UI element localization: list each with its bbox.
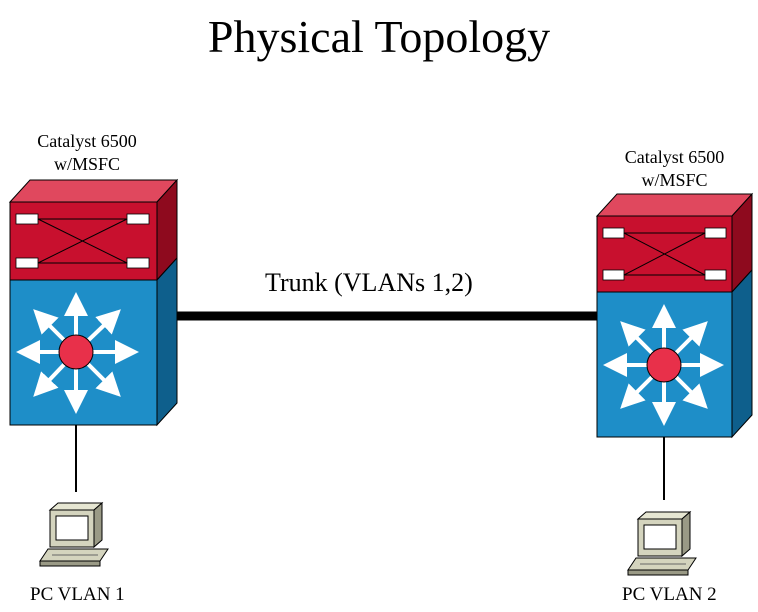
switch-chassis-icon-1 xyxy=(9,256,178,427)
trunk-link-label: Trunk (VLANs 1,2) xyxy=(265,268,473,297)
pc-icon-1 xyxy=(39,501,109,567)
device-2-model: Catalyst 6500 xyxy=(624,147,725,167)
page-title: Physical Topology xyxy=(207,11,551,62)
device-1-label: Catalyst 6500 w/MSFC xyxy=(22,130,152,176)
device-1-model: Catalyst 6500 xyxy=(37,131,137,151)
device-2-module: w/MSFC xyxy=(641,170,708,190)
switch-chassis-icon-2 xyxy=(596,268,753,439)
catalyst-switch-2 xyxy=(595,192,754,439)
pc-1-label: PC VLAN 1 xyxy=(30,584,125,605)
msfc-router-icon-2 xyxy=(595,192,754,294)
catalyst-switch-1 xyxy=(8,178,179,427)
msfc-router-icon-1 xyxy=(8,178,179,282)
device-2-label: Catalyst 6500 w/MSFC xyxy=(607,146,742,192)
pc-icon-2 xyxy=(627,510,697,576)
pc-2-label: PC VLAN 2 xyxy=(622,584,717,605)
device-1-module: w/MSFC xyxy=(53,154,121,174)
